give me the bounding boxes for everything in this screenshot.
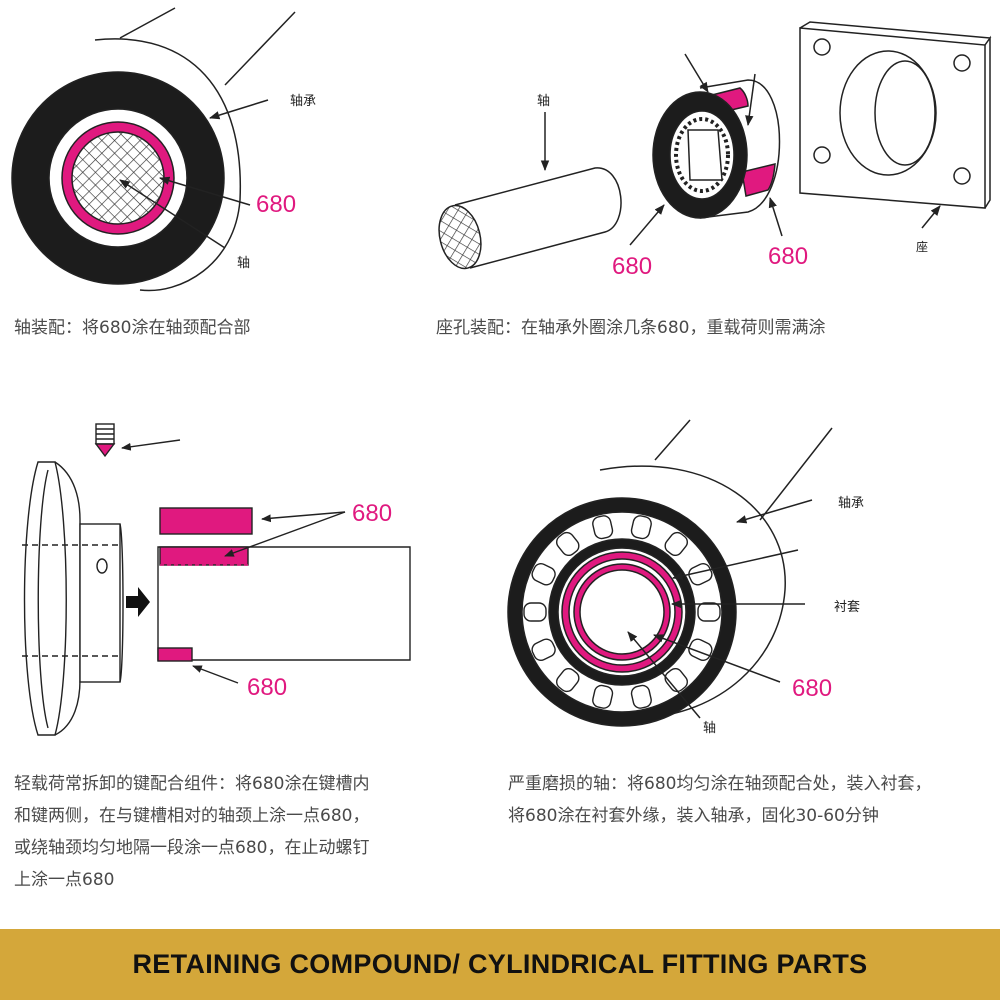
panel4-leader-680 xyxy=(653,634,781,683)
panel4-roller xyxy=(630,515,652,540)
panel4-caption-line: 严重磨损的轴：将680均匀涂在轴颈配合处，装入衬套， xyxy=(508,774,932,794)
panel3-hub xyxy=(79,523,121,683)
panel3-direction-arrow xyxy=(126,587,150,617)
panel2-leader-stripe xyxy=(684,53,709,93)
panel1-shaft-bearing-drawing xyxy=(11,7,296,292)
panel2-label-680-right: 680 xyxy=(768,243,809,270)
panel2-680-stripe xyxy=(741,163,776,197)
panel4-roller xyxy=(531,563,556,586)
panel2-shaft-end xyxy=(438,204,482,270)
panel3-bottom-680 xyxy=(157,647,193,662)
panel1-leader-680 xyxy=(158,176,251,206)
panel2-seat-flange-edge xyxy=(799,21,992,209)
panel4-label-680: 680 xyxy=(792,675,833,702)
panel2-seat-bolt-hole xyxy=(953,167,971,185)
panel4-caption-line: 将680涂在衬套外缘，装入轴承，固化30-60分钟 xyxy=(508,806,879,826)
panel4-rollers xyxy=(523,515,721,709)
footer-title: RETAINING COMPOUND/ CYLINDRICAL FITTING … xyxy=(132,949,868,979)
panel4-roller xyxy=(664,667,689,693)
panel4-shaft-line xyxy=(759,427,833,521)
panel1-shaft-end xyxy=(71,131,165,225)
panel4-leader-bearing xyxy=(735,499,813,524)
footer-banner: RETAINING COMPOUND/ CYLINDRICAL FITTING … xyxy=(0,929,1000,1000)
panel3-caption-line: 或绕轴颈均匀地隔一段涂一点680，在止动螺钉 xyxy=(14,838,370,858)
panel4-shaft-end xyxy=(579,569,665,655)
panel3-caption-line: 轻载荷常拆卸的键配合组件：将680涂在键槽内 xyxy=(14,774,370,794)
panel4-worn-shaft-drawing xyxy=(507,419,833,727)
panel3-pulley xyxy=(23,461,67,736)
panel2-caption: 座孔装配：在轴承外圈涂几条680，重载荷则需满涂 xyxy=(436,318,826,338)
panel4-caption: 严重磨损的轴：将680均匀涂在轴颈配合处，装入衬套， 将680涂在衬套外缘，装入… xyxy=(508,768,931,832)
panel2-label-shaft: 轴 xyxy=(537,94,551,109)
panel3-caption-line: 上涂一点680 xyxy=(14,870,115,890)
panel4-roller xyxy=(592,515,614,540)
panel4-roller xyxy=(555,531,580,557)
panel3-shaft xyxy=(157,546,411,661)
panel4-label-shaft: 轴 xyxy=(703,721,717,736)
panel4-roller xyxy=(523,602,547,622)
panel1-shaft-line xyxy=(119,7,176,39)
panel2-seat-flange xyxy=(799,27,986,209)
panel3-set-screw xyxy=(94,423,181,458)
panel2-seat-bore xyxy=(839,50,937,176)
panel3-caption: 轻载荷常拆卸的键配合组件：将680涂在键槽内 和键两侧，在与键槽相对的轴颈上涂一… xyxy=(14,768,369,896)
panel4-roller xyxy=(664,531,689,557)
panel1-caption: 轴装配：将680涂在轴颈配合部 xyxy=(14,318,251,338)
panel4-label-sleeve: 衬套 xyxy=(834,600,861,615)
panel1-label-bearing: 轴承 xyxy=(290,94,317,109)
panel1-shaft-line xyxy=(224,11,296,86)
panel2-leader-680-left xyxy=(629,204,665,246)
panel1-leader-bearing xyxy=(208,99,269,120)
panel3-key-fit-drawing xyxy=(22,423,411,736)
panel4-leader-shaft xyxy=(627,631,701,719)
panel1-leader-shaft xyxy=(119,179,226,249)
panel3-caption-line: 和键两侧，在与键槽相对的轴颈上涂一点680， xyxy=(14,806,370,826)
panel4-leader-sleeve xyxy=(671,549,799,581)
panel3-leader-680-top xyxy=(224,511,346,557)
panel2-label-seat: 座 xyxy=(916,240,929,254)
panel2-leader-680-right xyxy=(768,196,783,237)
panel2-seat-bolt-hole xyxy=(953,54,971,72)
panel2-leader-stripe xyxy=(745,73,756,127)
panel3-key xyxy=(159,507,253,535)
panel2-shaft-body xyxy=(454,167,622,269)
panel4-roller xyxy=(630,684,652,709)
panel2-seat-bore-drawing xyxy=(438,21,992,270)
panel2-bearing-rollers xyxy=(674,117,730,193)
panel3-leader-680-bottom xyxy=(192,665,239,684)
panel1-label-shaft: 轴 xyxy=(237,256,251,271)
panel4-roller xyxy=(531,638,556,661)
panel3-keyway-680 xyxy=(159,546,249,566)
panel4-roller xyxy=(697,602,721,622)
panel3-label-680-top: 680 xyxy=(352,500,393,527)
panel3-leader-680-top xyxy=(261,511,346,523)
panel4-roller xyxy=(592,684,614,709)
panel1-label-680: 680 xyxy=(256,191,297,218)
panel2-seat-bolt-hole xyxy=(813,38,831,56)
panel2-seat-bore-inner xyxy=(874,60,936,166)
panel4-shaft-line xyxy=(654,419,691,461)
panel3-label-680-bottom: 680 xyxy=(247,674,288,701)
panel2-label-680-left: 680 xyxy=(612,253,653,280)
panel4-label-bearing: 轴承 xyxy=(838,496,865,511)
panel2-bearing-bore xyxy=(687,129,723,181)
panel2-seat-bolt-hole xyxy=(813,146,831,164)
panel2-leader-seat xyxy=(921,205,941,229)
panel4-roller xyxy=(555,667,580,693)
